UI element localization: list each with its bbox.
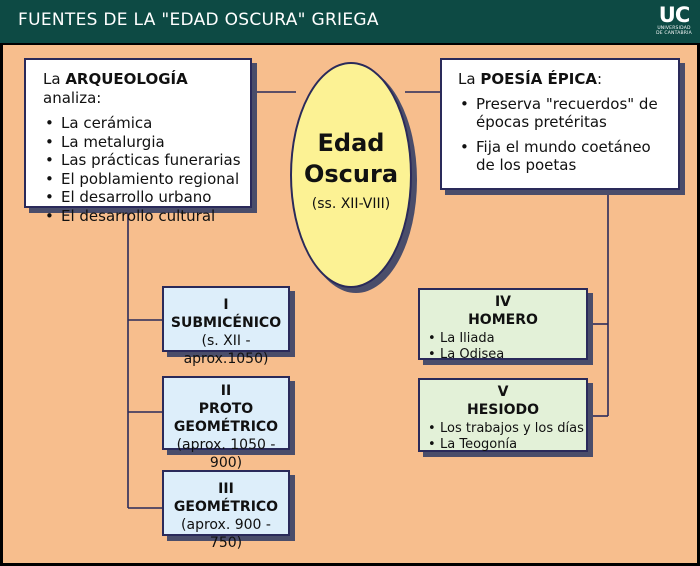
era-name: PROTO — [198, 401, 254, 417]
list-item: La Iliada — [428, 331, 586, 347]
era-date-range: (aprox. 900 - 750) — [181, 517, 271, 551]
archaeology-keyword: ARQUEOLOGÍA — [65, 70, 188, 88]
list-item-line: épocas pretéritas — [476, 113, 607, 131]
archaeology-box: La ARQUEOLOGÍA analiza: La cerámica La m… — [24, 58, 252, 225]
page-title: FUENTES DE LA "EDAD OSCURA" GRIEGA — [18, 10, 379, 30]
era-number: IV — [494, 294, 512, 310]
logo-subtitle: UNIVERSIDAD DE CANTABRIA — [652, 26, 696, 36]
era-date-range: (s. XII - aprox.1050) — [183, 333, 269, 367]
era-name: GEOMÉTRICO — [173, 499, 279, 515]
works-list: La Iliada La Odisea — [420, 331, 586, 363]
era-number: III — [218, 481, 234, 497]
era-name-line-2: GEOMÉTRICO — [173, 419, 279, 435]
center-title-line-2: Oscura — [303, 160, 399, 188]
poetry-lead: La — [458, 70, 481, 88]
header-bar: FUENTES DE LA "EDAD OSCURA" GRIEGA UC UN… — [0, 0, 700, 45]
list-item-line: Fija el mundo coetáneo — [476, 137, 651, 156]
university-logo: UC UNIVERSIDAD DE CANTABRIA — [652, 4, 696, 40]
era-number: II — [220, 383, 232, 399]
list-item-line: de los poetas — [476, 156, 577, 174]
era-number: V — [497, 384, 509, 400]
logo-subtitle-line-2: DE CANTABRIA — [656, 31, 692, 36]
logo-subtitle-line-1: UNIVERSIDAD — [657, 26, 691, 31]
era-box-homer: IV HOMERO La Iliada La Odisea — [418, 288, 588, 363]
list-item: El poblamiento regional — [43, 170, 250, 189]
works-list: Los trabajos y los días La Teogonía — [420, 421, 586, 453]
list-item: La metalurgia — [43, 133, 250, 152]
era-name: SUBMICÉNICO — [170, 315, 282, 331]
list-item: La cerámica — [43, 114, 250, 133]
epic-poetry-box: La POESÍA ÉPICA: Preserva "recuerdos" de… — [440, 58, 680, 190]
logo-mark: UC — [658, 3, 690, 27]
archaeology-verb: analiza: — [43, 89, 102, 107]
era-box-protogeometric: II PROTO GEOMÉTRICO (aprox. 1050 - 900) — [162, 376, 290, 471]
era-box-submycenaean: I SUBMICÉNICO (s. XII - aprox.1050) — [162, 286, 290, 367]
list-item: La Teogonía — [428, 437, 586, 453]
era-date-range: (aprox. 1050 - 900) — [176, 437, 276, 471]
era-name: HOMERO — [468, 312, 538, 328]
list-item: El desarrollo urbano — [43, 188, 250, 207]
center-title: Edad Oscura — [292, 128, 410, 190]
center-subtitle: (ss. XII-VIII) — [311, 196, 391, 212]
archaeology-heading: La ARQUEOLOGÍA analiza: — [43, 70, 250, 108]
center-title-line-1: Edad — [317, 129, 385, 157]
list-item: Los trabajos y los días — [428, 421, 586, 437]
era-box-geometric: III GEOMÉTRICO (aprox. 900 - 750) — [162, 470, 290, 551]
poetry-heading: La POESÍA ÉPICA: — [458, 70, 678, 89]
list-item-line: Preserva "recuerdos" de — [476, 94, 658, 113]
list-item: El desarrollo cultural — [43, 207, 250, 226]
era-name: HESIODO — [467, 402, 539, 418]
era-number: I — [223, 297, 229, 313]
archaeology-lead: La — [43, 70, 66, 88]
list-item: Las prácticas funerarias — [43, 151, 250, 170]
era-box-hesiod: V HESIODO Los trabajos y los días La Teo… — [418, 378, 588, 453]
poetry-colon: : — [596, 70, 603, 88]
archaeology-list: La cerámica La metalurgia Las prácticas … — [43, 114, 250, 225]
central-ellipse: Edad Oscura (ss. XII-VIII) — [290, 62, 412, 288]
poetry-keyword: POESÍA ÉPICA — [480, 70, 597, 88]
list-item: La Odisea — [428, 347, 586, 363]
